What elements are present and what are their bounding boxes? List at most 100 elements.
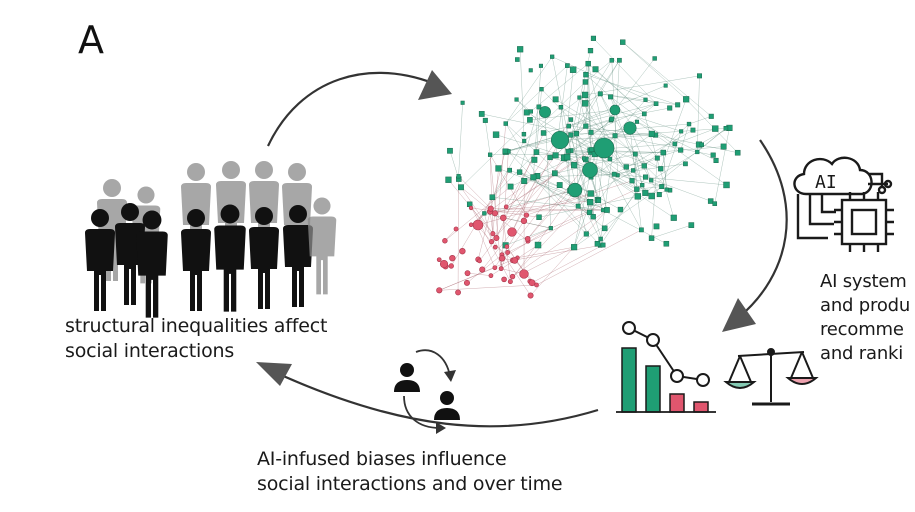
network-node bbox=[477, 258, 482, 264]
network-node bbox=[699, 142, 704, 147]
network-node bbox=[648, 130, 655, 138]
person-silhouette bbox=[214, 204, 246, 312]
network-node bbox=[447, 147, 453, 154]
network-edge bbox=[626, 149, 681, 168]
network-edge bbox=[555, 99, 616, 136]
network-node bbox=[463, 279, 470, 286]
network-edge bbox=[460, 119, 531, 188]
network-edge bbox=[597, 149, 642, 230]
network-edge bbox=[519, 106, 540, 173]
network-edge bbox=[444, 186, 511, 241]
network-edge bbox=[460, 187, 494, 234]
network-node bbox=[568, 117, 574, 122]
network-node bbox=[439, 259, 449, 269]
network-edge bbox=[645, 176, 711, 202]
network-edge bbox=[573, 202, 591, 248]
network-node bbox=[643, 97, 648, 102]
label-line: and ranki bbox=[820, 343, 904, 364]
network-edge bbox=[585, 60, 613, 104]
network-edge bbox=[519, 49, 525, 141]
person-silhouette bbox=[249, 207, 279, 309]
network-node bbox=[734, 149, 741, 156]
person-silhouette bbox=[181, 209, 211, 311]
network-node bbox=[449, 254, 456, 262]
network-edge bbox=[494, 190, 570, 214]
chip-body bbox=[840, 198, 888, 246]
network-node bbox=[648, 235, 655, 241]
network-node bbox=[695, 149, 700, 155]
network-node bbox=[501, 276, 507, 283]
network-node bbox=[585, 60, 591, 67]
network-node bbox=[582, 79, 589, 85]
network-edge bbox=[538, 196, 638, 218]
network-edge bbox=[559, 134, 656, 141]
network-edge bbox=[512, 209, 608, 277]
network-node bbox=[672, 141, 678, 147]
network-edge bbox=[467, 272, 491, 276]
network-node bbox=[658, 166, 664, 172]
network-node bbox=[598, 236, 603, 242]
network-edge bbox=[560, 107, 661, 169]
network-node bbox=[670, 214, 677, 221]
network-edge bbox=[526, 180, 633, 216]
network-node bbox=[601, 225, 608, 232]
network-edge bbox=[482, 231, 513, 270]
network-edge bbox=[481, 113, 577, 134]
network-edge bbox=[614, 60, 620, 136]
network-node bbox=[712, 125, 719, 132]
bar-4 bbox=[693, 401, 709, 413]
network-edge bbox=[698, 127, 730, 145]
network-edge bbox=[617, 157, 658, 176]
network-node bbox=[493, 235, 500, 242]
network-node bbox=[653, 101, 659, 106]
network-edge bbox=[508, 151, 587, 235]
network-node bbox=[623, 121, 637, 135]
network-edge bbox=[697, 75, 700, 152]
network-edge bbox=[533, 173, 615, 178]
network-node bbox=[586, 199, 594, 206]
network-edge bbox=[636, 186, 662, 190]
network-node bbox=[552, 152, 559, 159]
network-node bbox=[460, 100, 465, 105]
network-node bbox=[634, 119, 640, 124]
person-silhouette bbox=[85, 209, 115, 311]
network-edge bbox=[570, 150, 591, 165]
network-edge bbox=[489, 211, 494, 234]
label-line: structural inequalities affect bbox=[65, 315, 328, 337]
network-edge bbox=[477, 193, 591, 226]
network-node bbox=[607, 156, 613, 162]
label-structural-inequalities: structural inequalities affect social in… bbox=[65, 314, 327, 364]
bar-1 bbox=[621, 347, 637, 413]
scale-pan-right bbox=[785, 377, 819, 385]
network-edge bbox=[501, 184, 560, 259]
network-edge bbox=[593, 38, 657, 104]
network-node bbox=[534, 241, 542, 249]
network-edge bbox=[511, 175, 538, 233]
network-node bbox=[611, 171, 617, 177]
network-node bbox=[620, 39, 626, 45]
network-edge bbox=[527, 188, 637, 240]
network-node bbox=[587, 47, 594, 54]
network-node bbox=[686, 121, 692, 127]
network-edge bbox=[506, 246, 533, 283]
network-node bbox=[590, 214, 596, 220]
ai-chip-text: AI bbox=[815, 172, 837, 193]
user-icon-2 bbox=[434, 391, 460, 420]
network-edge bbox=[629, 127, 652, 181]
network-node bbox=[487, 205, 494, 212]
network-node bbox=[500, 214, 507, 222]
network-edge bbox=[635, 154, 643, 186]
network-edge bbox=[503, 217, 551, 229]
label-line: recomme bbox=[820, 319, 904, 340]
user-icon-1 bbox=[394, 363, 420, 392]
arrow-ai-to-crowd bbox=[269, 369, 599, 428]
network-node bbox=[629, 178, 635, 184]
network-node bbox=[648, 192, 655, 200]
network-node bbox=[566, 123, 571, 129]
bar-2 bbox=[645, 365, 661, 413]
person-silhouette bbox=[282, 163, 312, 265]
network-node bbox=[707, 198, 714, 204]
social-network-graph-icon bbox=[436, 35, 741, 299]
network-edge bbox=[614, 135, 671, 191]
network-edge bbox=[570, 134, 661, 169]
